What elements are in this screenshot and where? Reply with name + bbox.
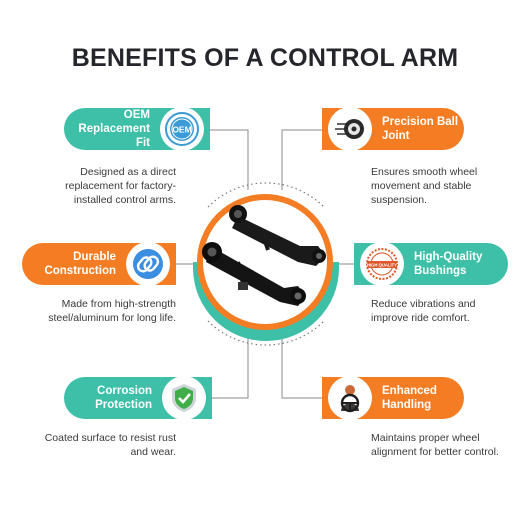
benefit-title: Durable Construction [44, 251, 116, 277]
benefit-description: Designed as a direct replacement for fac… [65, 166, 176, 206]
dotted-arc-bottom [207, 320, 325, 346]
benefit-title: Precision Ball Joint [382, 116, 459, 142]
benefit-corrosion-protection: Corrosion Protection [64, 376, 212, 420]
benefit-title: Corrosion Protection [95, 385, 152, 411]
chain-link-icon [126, 242, 170, 286]
benefit-title: OEM Replacement Fit [78, 109, 150, 149]
benefit-high-quality-bushings: HIGH QUALITY High-Quality Bushings [354, 242, 508, 286]
svg-text:HIGH QUALITY: HIGH QUALITY [367, 263, 397, 268]
connector-lines [176, 129, 354, 399]
high-quality-stamp-icon: HIGH QUALITY [360, 242, 404, 286]
benefit-description: Maintains proper wheel alignment for bet… [371, 432, 499, 458]
benefit-title: High-Quality Bushings [414, 251, 483, 277]
benefit-oem-replacement-fit: OEM Replacement Fit OEM [64, 107, 210, 151]
svg-text:OEM: OEM [172, 125, 191, 135]
benefit-description: Ensures smooth wheel movement and stable… [371, 166, 478, 206]
benefit-description: Coated surface to resist rust and wear. [44, 432, 176, 458]
benefit-precision-ball-joint: Precision Ball Joint [322, 107, 464, 151]
ball-joint-icon [328, 107, 372, 151]
dotted-arc-top [207, 182, 325, 208]
control-arms-image [202, 205, 326, 306]
benefit-title: Enhanced Handling [382, 385, 437, 411]
steering-wheel-icon [328, 376, 372, 420]
shield-check-icon [162, 376, 206, 420]
benefit-description: Made from high-strength steel/aluminum f… [48, 298, 176, 324]
benefit-enhanced-handling: Enhanced Handling [322, 376, 464, 420]
benefit-durable-construction: Durable Construction [22, 242, 176, 286]
benefit-description: Reduce vibrations and improve ride comfo… [371, 298, 476, 324]
oem-badge-icon: OEM [160, 107, 204, 151]
page-title: BENEFITS OF A CONTROL ARM [71, 44, 459, 72]
